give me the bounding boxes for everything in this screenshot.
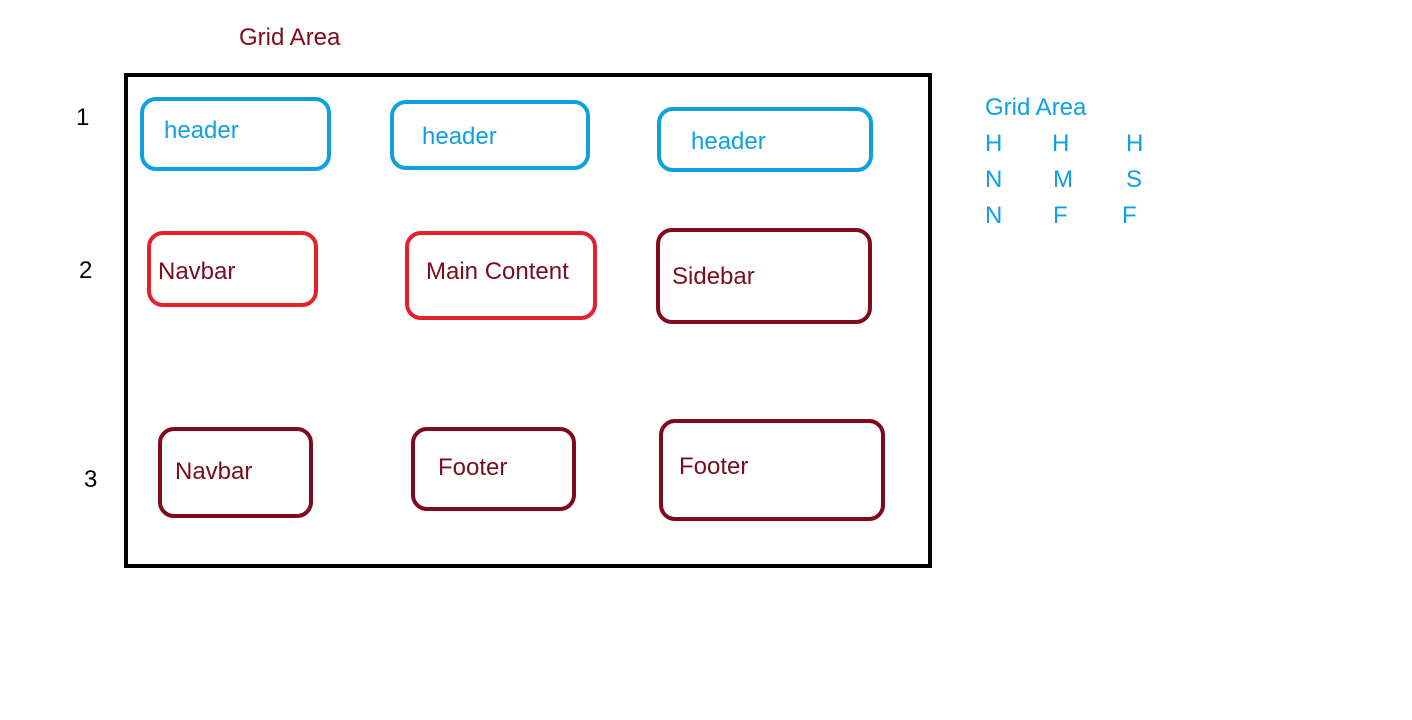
grid-cell-sidebar: Sidebar [656,228,872,324]
grid-cell-navbar-2: Navbar [158,427,313,518]
cell-label: Sidebar [672,263,755,290]
legend-cell: F [1053,202,1068,229]
legend-cell: S [1126,166,1143,193]
grid-cell-navbar: Navbar [147,231,318,307]
row-number-3: 3 [84,466,98,493]
cell-label: Footer [438,454,508,481]
cell-label: Footer [679,453,749,480]
legend-cell: H [1052,130,1070,157]
cell-label: Navbar [158,258,236,285]
row-number-1: 1 [76,104,90,131]
cell-label: header [691,128,766,155]
legend-cell: H [985,130,1003,157]
legend-cell: H [1126,130,1144,157]
cell-label: Main Content [426,258,569,285]
grid-cell-header-3: header [657,107,873,172]
grid-cell-footer-2: Footer [659,419,885,521]
legend-cell: M [1053,166,1073,193]
grid-cell-main-content: Main Content [405,231,597,320]
cell-label: header [422,123,497,150]
grid-container [124,73,932,568]
cell-label: Navbar [175,458,253,485]
legend-title: Grid Area [985,94,1087,121]
legend-cell: N [985,166,1003,193]
legend-cell: N [985,202,1003,229]
row-number-2: 2 [79,257,93,284]
cell-label: header [164,117,239,144]
diagram-title: Grid Area [239,24,341,51]
grid-cell-header-2: header [390,100,590,170]
grid-cell-footer-1: Footer [411,427,576,511]
grid-cell-header-1: header [140,97,331,171]
legend-cell: F [1122,202,1137,229]
